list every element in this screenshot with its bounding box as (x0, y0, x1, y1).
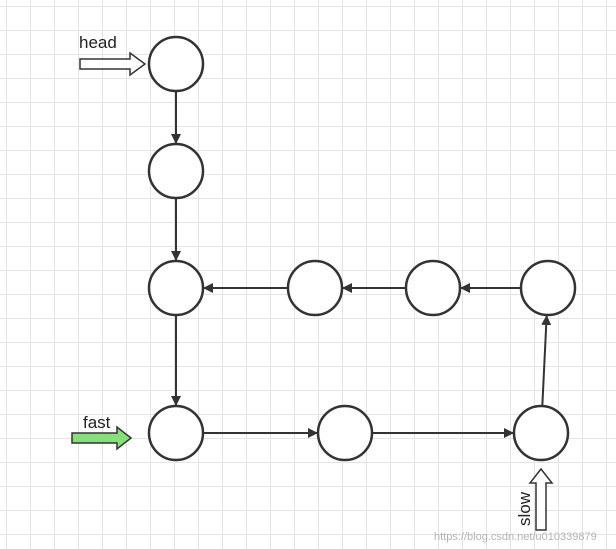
fast-label: fast (83, 413, 111, 432)
head-pointer-arrow-icon (79, 51, 147, 77)
slow-pointer: slow (515, 467, 554, 531)
list-node-n5 (316, 404, 374, 462)
slow-label: slow (515, 491, 534, 526)
list-node-n2 (147, 142, 205, 200)
fast-pointer: fast (71, 413, 133, 451)
nodes (147, 35, 577, 462)
list-node-n6 (512, 404, 570, 462)
slow-pointer-arrow-icon (528, 467, 554, 531)
watermark: https://blog.csdn.net/u010339879 (434, 531, 597, 543)
list-node-n9 (286, 259, 344, 317)
edge-n6-to-n7 (541, 314, 552, 407)
list-node-n4 (147, 404, 205, 462)
list-node-n8 (404, 259, 462, 317)
list-node-n1 (147, 35, 205, 93)
list-node-n7 (519, 259, 577, 317)
head-label: head (79, 33, 117, 52)
list-node-n3 (147, 259, 205, 317)
edges (171, 91, 552, 438)
head-pointer: head (79, 33, 147, 77)
fast-pointer-arrow-icon (71, 425, 133, 451)
